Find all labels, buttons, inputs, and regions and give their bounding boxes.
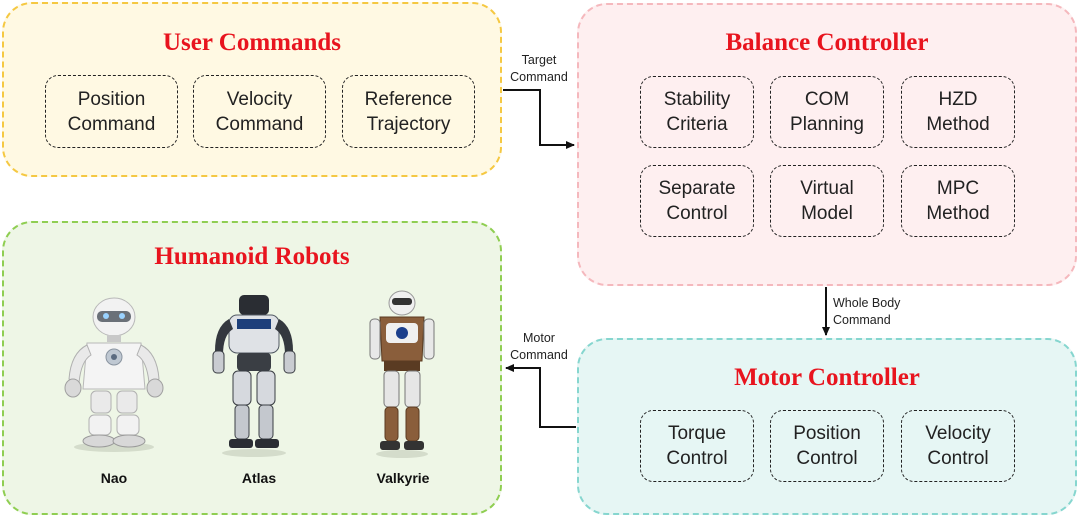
target-command-label-line2: Command [510, 70, 568, 84]
box-label-line1: Velocity [925, 423, 991, 444]
motor-command-label-line1: Motor [523, 331, 555, 345]
mpc-method-box: MPC Method [901, 165, 1015, 237]
box-label-line2: Planning [790, 114, 864, 135]
box-label-line1: Velocity [226, 88, 293, 110]
robot-name-valkyrie: Valkyrie [376, 470, 430, 486]
box-label-line2: Control [927, 448, 989, 469]
humanoid-robots-title: Humanoid Robots [154, 243, 350, 270]
box-label-line1: HZD [938, 89, 978, 110]
nao-robot-image [64, 297, 164, 452]
box-label-line2: Control [666, 203, 728, 224]
valkyrie-robot-image [369, 290, 435, 458]
box-label-line2: Method [926, 203, 990, 224]
box-label-line2: Criteria [666, 114, 728, 135]
box-label-line1: Reference [364, 88, 453, 110]
user-commands-title: User Commands [162, 29, 341, 56]
box-label-line1: Stability [663, 89, 731, 110]
box-label-line1: Position [793, 423, 861, 444]
box-label-line2: Command [67, 113, 156, 135]
box-label-line1: COM [804, 89, 850, 110]
humanoid-robots-panel: Humanoid Robots Nao [2, 221, 502, 515]
box-label-line1: Separate [658, 178, 736, 199]
box-label-line2: Model [801, 203, 853, 224]
robot-name-nao: Nao [100, 470, 128, 486]
box-label-line1: Torque [667, 423, 727, 444]
box-label-line2: Method [926, 114, 990, 135]
target-command-label: Target Command [502, 52, 576, 86]
box-label-line2: Trajectory [366, 113, 451, 135]
whole-body-command-label: Whole Body Command [833, 295, 919, 329]
hzd-method-box: HZD Method [901, 76, 1015, 148]
motor-controller-title: Motor Controller [734, 364, 920, 391]
box-label-line1: MPC [936, 178, 980, 199]
target-command-label-line1: Target [521, 53, 557, 67]
target-command-arrow [503, 89, 575, 149]
atlas-robot-image [212, 295, 296, 457]
balance-controller-title: Balance Controller [725, 29, 929, 56]
motor-command-label: Motor Command [502, 330, 576, 364]
box-label-line1: Position [77, 88, 146, 110]
com-planning-box: COM Planning [770, 76, 884, 148]
motor-command-arrow [505, 364, 576, 428]
robot-name-atlas: Atlas [241, 470, 277, 486]
box-label-line2: Control [666, 448, 728, 469]
box-label-line2: Control [796, 448, 858, 469]
whole-body-command-label-line1: Whole Body [833, 296, 901, 310]
whole-body-command-label-line2: Command [833, 313, 891, 327]
motor-command-label-line2: Command [510, 348, 568, 362]
box-label-line1: Virtual [800, 178, 854, 199]
box-label-line2: Command [215, 113, 304, 135]
